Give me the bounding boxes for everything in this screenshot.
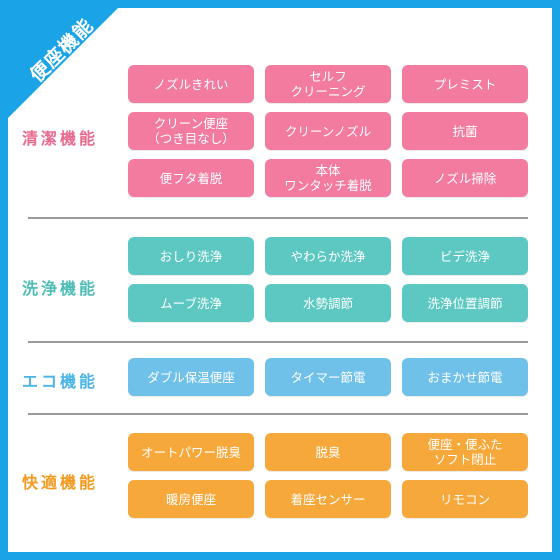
section-washing: 洗浄機能 おしり洗浄 やわらか洗浄 ビデ洗浄 ムーブ洗浄 水勢調節 洗浄位置調節 [8,237,552,327]
feature-clean-nozzle: クリーンノズル [265,112,391,150]
section-comfort: 快適機能 オートパワー脱臭 脱臭 便座・便ふた ソフト閉止 暖房便座 着座センサ… [8,433,552,523]
section-cleanliness: 清潔機能 ノズルきれい セルフ クリーニング プレミスト クリーン便座 （つき目… [8,65,552,205]
feature-lid-removable: 便フタ着脱 [128,159,254,197]
feature-rear-wash: おしり洗浄 [128,237,254,275]
section-label-cleanliness: 清潔機能 [22,129,99,148]
feature-double-heated-seat: ダブル保温便座 [128,358,254,396]
feature-soft-close: 便座・便ふた ソフト閉止 [402,433,528,471]
feature-bidet-wash: ビデ洗浄 [402,237,528,275]
feature-soft-wash: やわらか洗浄 [265,237,391,275]
divider [28,341,528,343]
feature-premist: プレミスト [402,65,528,103]
divider [28,413,528,415]
feature-deodorize: 脱臭 [265,433,391,471]
feature-timer-power-save: タイマー節電 [265,358,391,396]
feature-auto-power-save: おまかせ節電 [402,358,528,396]
feature-auto-power-deodorize: オートパワー脱臭 [128,433,254,471]
feature-antibacterial: 抗菌 [402,112,528,150]
feature-seat-sensor: 着座センサー [265,480,391,518]
feature-self-cleaning: セルフ クリーニング [265,65,391,103]
feature-remote-control: リモコン [402,480,528,518]
feature-move-wash: ムーブ洗浄 [128,284,254,322]
feature-nozzle-clean: ノズルきれい [128,65,254,103]
section-label-comfort: 快適機能 [22,473,99,492]
feature-water-pressure: 水勢調節 [265,284,391,322]
feature-clean-seat: クリーン便座 （つき目なし） [128,112,254,150]
feature-one-touch-removable: 本体 ワンタッチ着脱 [265,159,391,197]
feature-nozzle-cleaning: ノズル掃除 [402,159,528,197]
divider [28,217,528,219]
corner-ribbon [8,8,118,118]
feature-panel: 便座機能 清潔機能 ノズルきれい セルフ クリーニング プレミスト クリーン便座… [8,8,552,552]
section-label-eco: エコ機能 [22,372,99,391]
section-label-washing: 洗浄機能 [22,279,99,298]
feature-wash-position: 洗浄位置調節 [402,284,528,322]
section-eco: エコ機能 ダブル保温便座 タイマー節電 おまかせ節電 [8,358,552,398]
feature-heated-seat: 暖房便座 [128,480,254,518]
